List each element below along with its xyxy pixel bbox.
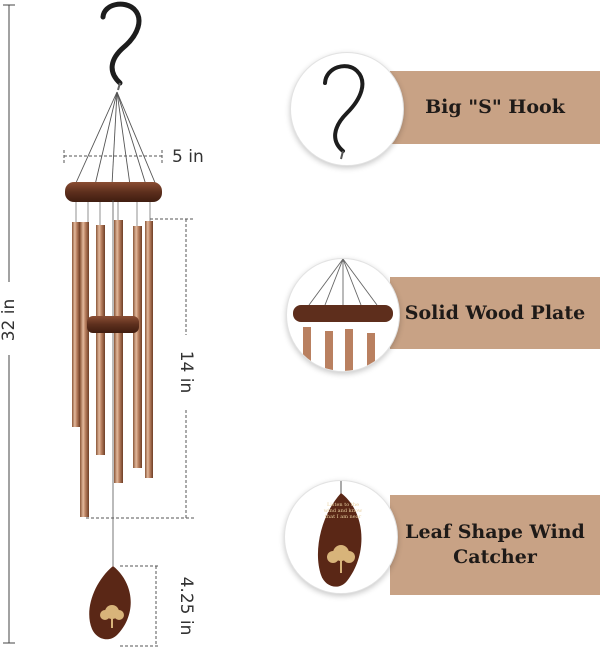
width-dimension-line xyxy=(63,150,163,164)
wood-plate xyxy=(65,182,162,202)
feature-banner-leaf: Leaf Shape Wind Catcher xyxy=(390,495,600,595)
s-hook-icon xyxy=(323,64,365,153)
feature-circle-hook xyxy=(290,52,404,166)
striker xyxy=(87,316,139,333)
leaf-inscription: Listen to the wind and know that I am ne… xyxy=(323,502,363,520)
leaf-catcher-icon xyxy=(317,493,362,587)
chime-tubes xyxy=(72,220,153,517)
tube-length-label: 14 in xyxy=(176,350,196,394)
total-length-dimension-line xyxy=(3,4,15,644)
s-hook-icon xyxy=(100,1,142,86)
feature-label-leaf: Leaf Shape Wind Catcher xyxy=(405,521,585,568)
tube-length-dimension-line xyxy=(86,218,194,519)
feature-circle-leaf: Listen to the wind and know that I am ne… xyxy=(284,480,398,594)
width-label: 5 in xyxy=(172,147,204,167)
feature-label-hook: Big "S" Hook xyxy=(425,96,565,119)
leaf-catcher-icon xyxy=(89,566,131,640)
wood-plate-icon xyxy=(293,305,393,322)
feature-label-plate: Solid Wood Plate xyxy=(404,301,586,324)
feature-banner-hook: Big "S" Hook xyxy=(390,71,600,144)
feature-circle-plate xyxy=(286,258,400,372)
hanging-strings xyxy=(74,91,157,186)
catcher-length-label: 4.25 in xyxy=(176,576,196,636)
feature-banner-plate: Solid Wood Plate xyxy=(390,277,600,349)
catcher-length-dimension-line xyxy=(120,565,160,647)
total-length-label: 32 in xyxy=(0,298,19,342)
